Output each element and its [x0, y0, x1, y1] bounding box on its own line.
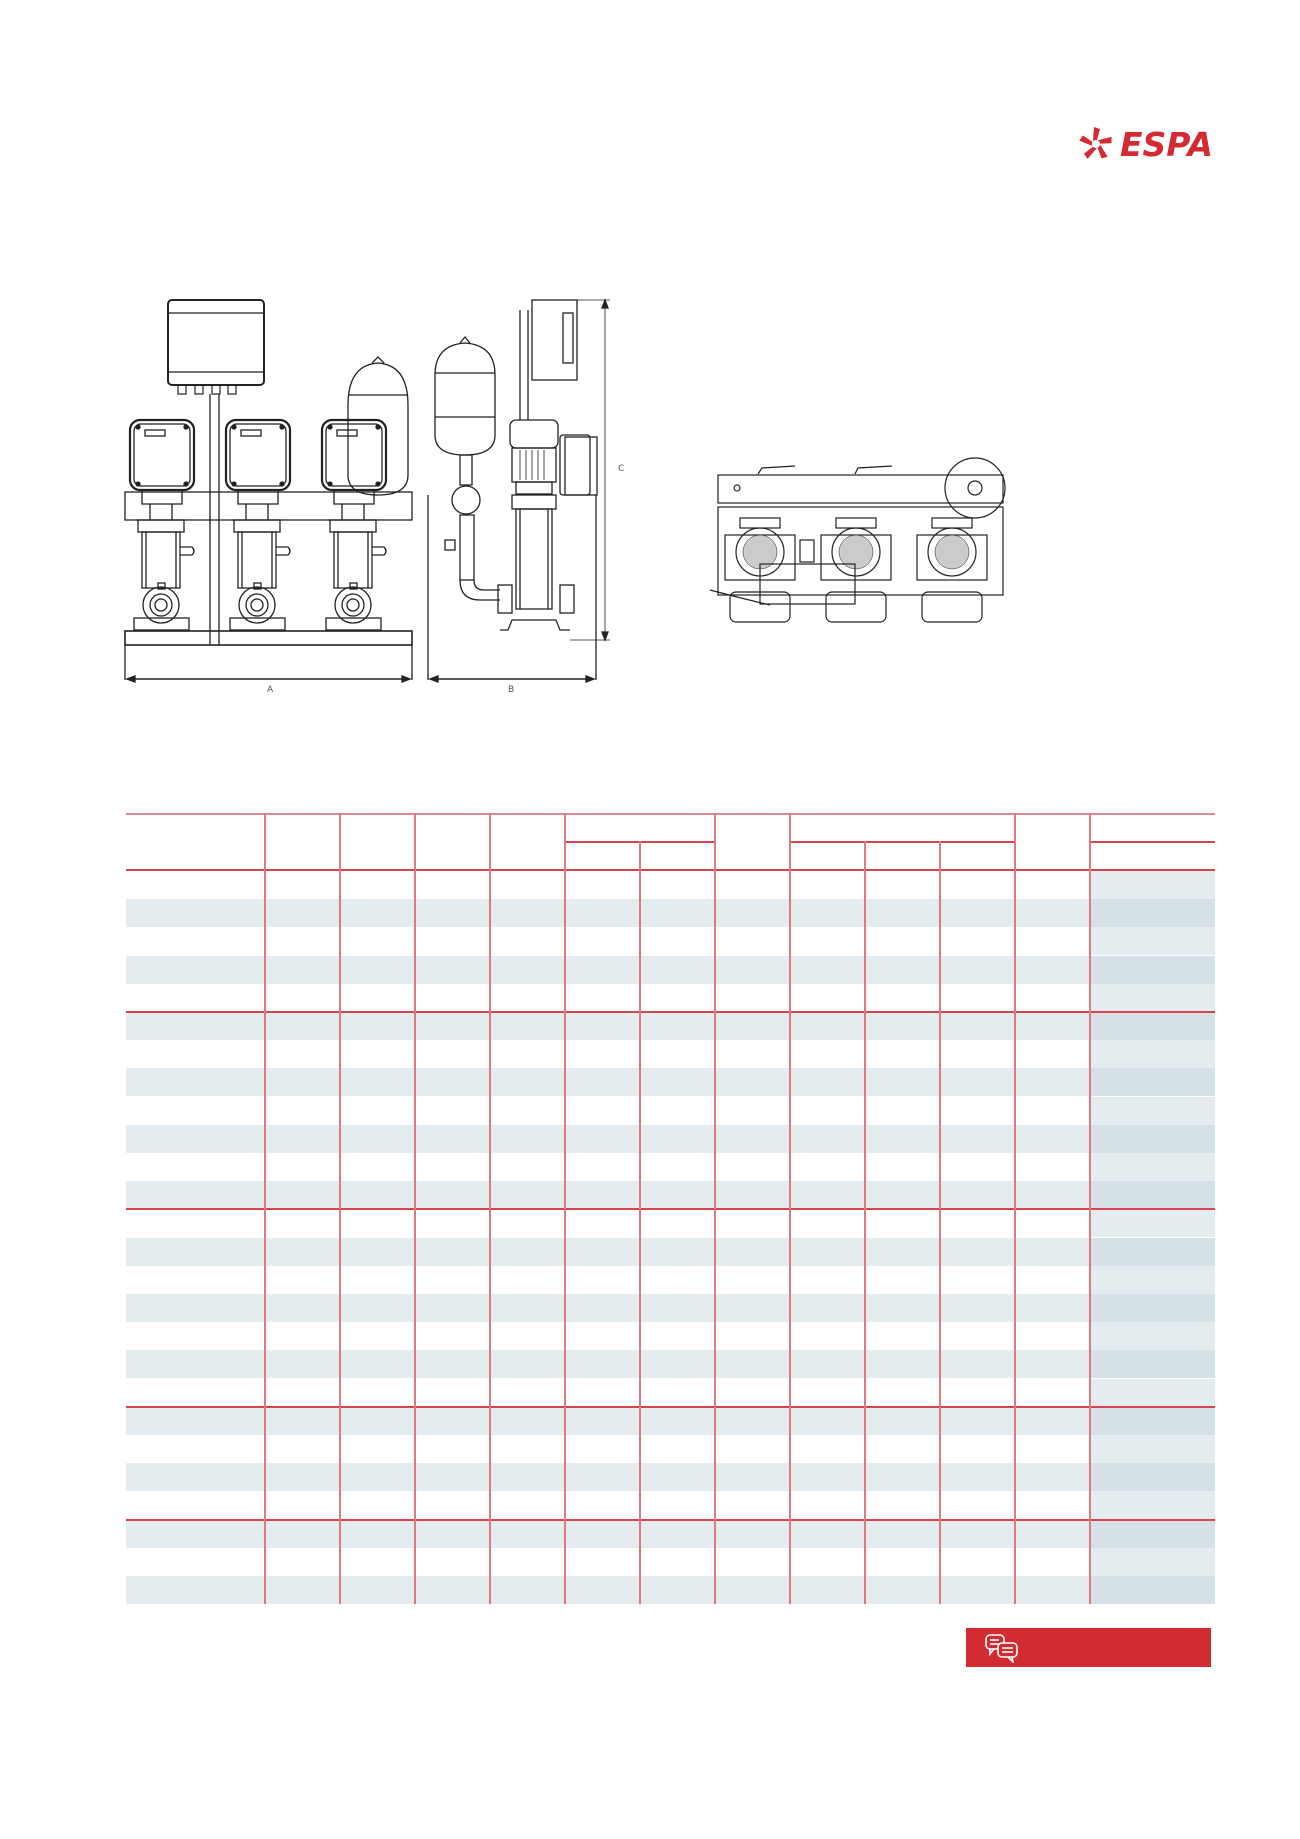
table-cell-last	[1090, 1294, 1215, 1322]
table-cell-last	[1090, 927, 1215, 956]
table-row	[126, 1406, 1215, 1435]
table-cell-last	[1090, 1068, 1215, 1097]
table-row	[126, 1124, 1215, 1153]
table-cell-last	[1090, 1350, 1215, 1379]
table-row	[126, 1209, 1215, 1238]
table-row	[126, 1096, 1215, 1125]
table-cell-last	[1090, 1124, 1215, 1153]
table-cell-last	[1090, 1547, 1215, 1576]
table-cell-last	[1090, 1237, 1215, 1266]
group-separator	[126, 1518, 1215, 1521]
table-row	[126, 927, 1215, 956]
chat-bubbles-icon	[985, 1633, 1018, 1663]
table-cell-last	[1090, 1040, 1215, 1069]
table-cell-last	[1090, 871, 1215, 899]
contact-badge[interactable]	[966, 1628, 1211, 1667]
table-row	[126, 871, 1215, 899]
table-cell-last	[1090, 1012, 1215, 1040]
table-cell-last	[1090, 983, 1215, 1012]
group-separator	[126, 1208, 1215, 1211]
logo-wordmark: ESPA	[1120, 124, 1214, 164]
table-body	[126, 871, 1215, 1611]
table-cell-last	[1090, 1322, 1215, 1351]
table-row	[126, 1547, 1215, 1576]
table-cell-last	[1090, 1209, 1215, 1238]
table-row	[126, 1294, 1215, 1322]
table-header	[126, 813, 1215, 873]
dimension-a-label: A	[267, 685, 274, 695]
table-row	[126, 1153, 1215, 1181]
group-separator	[126, 1405, 1215, 1408]
dimension-c-label: C	[618, 464, 625, 474]
table-row	[126, 1519, 1215, 1548]
table-cell-last	[1090, 1576, 1215, 1604]
table-cell-last	[1090, 1491, 1215, 1520]
table-row	[126, 955, 1215, 984]
table-row	[126, 1040, 1215, 1069]
table-row	[126, 1237, 1215, 1266]
table-cell-last	[1090, 1378, 1215, 1407]
table-cell-last	[1090, 1406, 1215, 1435]
table-row	[126, 1350, 1215, 1379]
side-view-drawing	[427, 298, 610, 683]
table-cell-last	[1090, 899, 1215, 928]
table-row	[126, 1265, 1215, 1294]
specification-table	[126, 813, 1215, 873]
table-row	[126, 1181, 1215, 1210]
table-row	[126, 1068, 1215, 1097]
table-cell-last	[1090, 1181, 1215, 1210]
group-separator	[126, 1011, 1215, 1013]
table-row	[126, 1435, 1215, 1463]
dimension-b-label: B	[508, 685, 515, 695]
table-row	[126, 1378, 1215, 1407]
table-row	[126, 983, 1215, 1012]
table-cell-last	[1090, 1096, 1215, 1125]
table-row	[126, 1491, 1215, 1520]
pinwheel-icon	[1079, 127, 1112, 159]
table-cell-last	[1090, 1435, 1215, 1463]
table-cell-last	[1090, 1519, 1215, 1548]
table-row	[126, 1576, 1215, 1604]
table-cell-last	[1090, 1153, 1215, 1181]
table-row	[126, 1463, 1215, 1492]
table-cell-last	[1090, 1265, 1215, 1294]
table-row	[126, 1322, 1215, 1351]
table-row	[126, 899, 1215, 928]
table-cell-last	[1090, 1463, 1215, 1492]
top-view-drawing	[709, 457, 1006, 623]
front-view-drawing	[124, 299, 413, 683]
table-cell-last	[1090, 955, 1215, 984]
espa-logo: ESPA	[1076, 124, 1216, 164]
table-row	[126, 1012, 1215, 1040]
